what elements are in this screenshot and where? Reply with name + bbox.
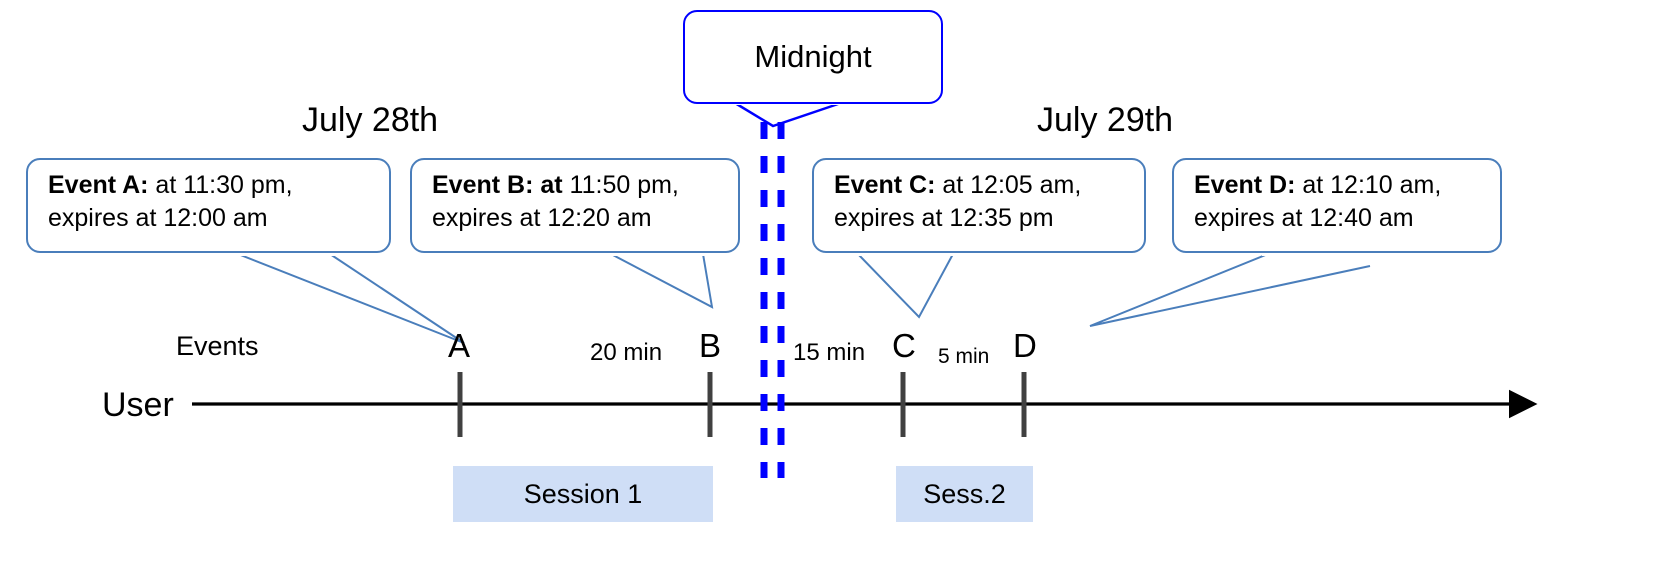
event-c-bold: Event C: (834, 171, 936, 199)
event-d-callout-tail (1089, 253, 1371, 327)
event-a-bold: Event A: (48, 171, 149, 199)
event-a-line-1: Event A: at 11:30 pm, (48, 169, 375, 202)
gap-label-20-min: 20 min (590, 339, 663, 366)
event-c-line-1: Event C: at 12:05 am, (834, 169, 1130, 202)
date-label-july-29: July 29th (1037, 101, 1174, 139)
event-d-line-2: expires at 12:40 am (1194, 203, 1414, 232)
event-c-callout-tail (857, 253, 954, 319)
event-b-callout: Event B: at 11:50 pm, expires at 12:20 a… (410, 158, 740, 253)
event-c-line-2: expires at 12:35 pm (834, 203, 1054, 232)
event-a-rest: at 11:30 pm, (148, 171, 293, 199)
event-b-rest: 11:50 pm, (562, 171, 679, 199)
event-a-callout: Event A: at 11:30 pm, expires at 12:00 a… (26, 158, 391, 253)
event-b-callout-tail (610, 253, 714, 309)
session-2-label: Sess.2 (923, 478, 1006, 509)
event-a-callout-tail (237, 253, 465, 344)
midnight-callout: Midnight (683, 10, 943, 104)
events-row-label: Events (176, 331, 259, 361)
session-box-1: Session 1 (453, 466, 713, 522)
event-c-callout: Event C: at 12:05 am, expires at 12:35 p… (812, 158, 1146, 253)
event-d-rest: at 12:10 am, (1295, 171, 1442, 199)
gap-label-15-min: 15 min (793, 339, 866, 366)
event-d-bold: Event D: (1194, 171, 1296, 199)
event-d-line-1: Event D: at 12:10 am, (1194, 169, 1486, 202)
tick-label-d: D (1013, 327, 1037, 364)
session-1-label: Session 1 (523, 478, 643, 509)
tick-label-c: C (892, 327, 916, 364)
event-d-callout: Event D: at 12:10 am, expires at 12:40 a… (1172, 158, 1502, 253)
event-b-line-2: expires at 12:20 am (432, 203, 652, 232)
user-row-label: User (102, 386, 174, 424)
tick-label-b: B (699, 327, 722, 364)
tick-label-a: A (448, 327, 471, 364)
event-b-bold: Event B: at (432, 171, 563, 199)
session-box-2: Sess.2 (896, 466, 1033, 522)
event-b-line-1: Event B: at 11:50 pm, (432, 169, 724, 202)
event-a-line-2: expires at 12:00 am (48, 203, 268, 232)
midnight-callout-tail (734, 101, 842, 128)
date-label-july-28: July 28th (302, 101, 439, 139)
midnight-label: Midnight (754, 39, 872, 74)
event-c-rest: at 12:05 am, (935, 171, 1082, 199)
gap-label-5-min: 5 min (938, 345, 990, 368)
